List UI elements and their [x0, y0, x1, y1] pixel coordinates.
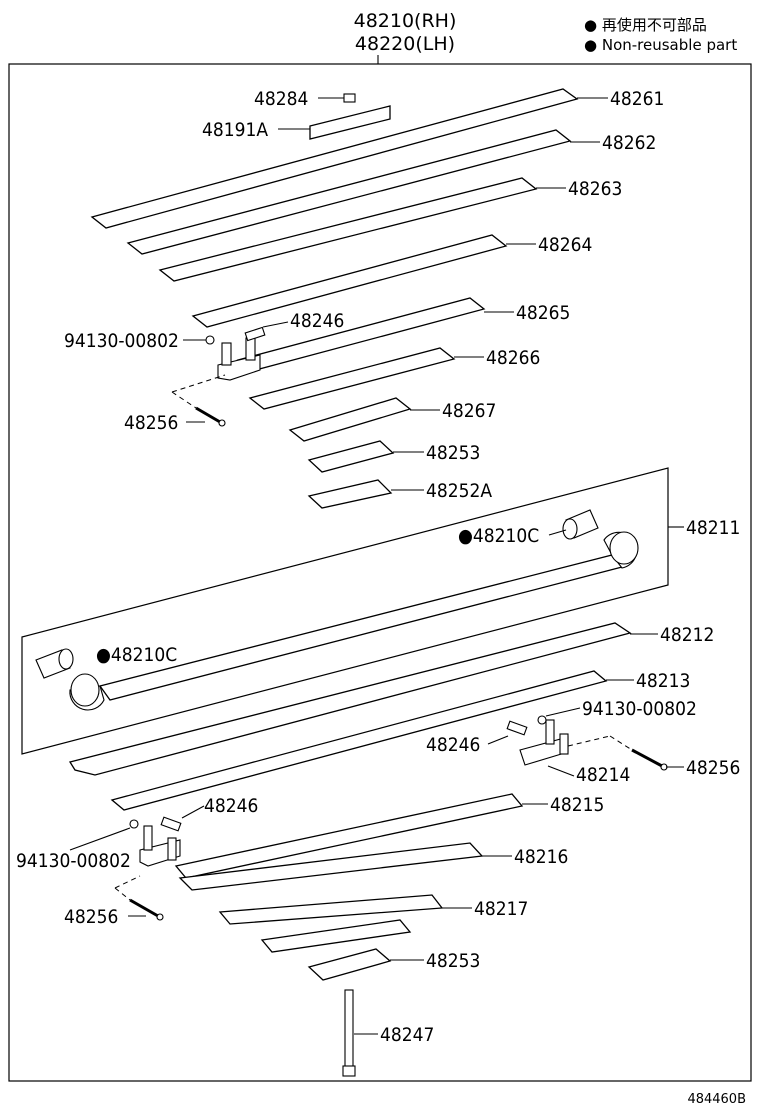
label-48214[interactable]: 48214 [576, 764, 630, 786]
label-48253-top[interactable]: 48253 [426, 442, 480, 464]
assembly-label-rh[interactable]: 48210(RH) [354, 10, 457, 32]
leaf-48217[interactable] [218, 894, 444, 925]
label-48252A[interactable]: 48252A [426, 480, 492, 502]
label-94130-low[interactable]: 94130-00802 [16, 850, 131, 872]
label-94130-mid[interactable]: 94130-00802 [582, 698, 697, 720]
leaf-48263[interactable] [158, 177, 538, 282]
leaf-48252A[interactable] [307, 479, 393, 509]
label-48210C-left[interactable]: ●48210C [96, 644, 177, 666]
diagram-code: 484460B [687, 1092, 746, 1107]
label-48265[interactable]: 48265 [516, 302, 570, 324]
subassembly-frame-48211 [21, 467, 669, 755]
label-48215[interactable]: 48215 [550, 794, 604, 816]
bolt-48256-right[interactable] [631, 748, 663, 768]
leaf-48213[interactable] [110, 670, 608, 811]
label-94130-top[interactable]: 94130-00802 [64, 330, 179, 352]
nut-94130-top[interactable] [205, 335, 215, 345]
bolt-48256-low[interactable] [129, 898, 159, 918]
label-48212[interactable]: 48212 [660, 624, 714, 646]
label-48263[interactable]: 48263 [568, 178, 622, 200]
label-48210C-right[interactable]: ●48210C [458, 525, 539, 547]
label-48217[interactable]: 48217 [474, 898, 528, 920]
label-48284[interactable]: 48284 [254, 88, 308, 110]
assembly-label-lh[interactable]: 48220(LH) [355, 33, 455, 55]
assembly-frame [8, 63, 752, 1082]
center-bolt-48247[interactable] [344, 989, 354, 1069]
pin-48246-top[interactable] [244, 326, 266, 342]
leaf-48215[interactable] [174, 793, 524, 879]
leaf-48264[interactable] [191, 234, 508, 328]
leaf-48253-top[interactable] [307, 440, 395, 473]
label-48256-right[interactable]: 48256 [686, 757, 740, 779]
nut-94130-low[interactable] [129, 819, 139, 829]
leaf-48262[interactable] [126, 129, 572, 255]
leaf-48266[interactable] [248, 347, 456, 410]
leaf-48253-bottom[interactable] [307, 948, 392, 981]
leaf-lower-wedge [260, 919, 412, 953]
pad-48191A[interactable] [309, 105, 391, 140]
label-48256-top[interactable]: 48256 [124, 412, 178, 434]
label-48247[interactable]: 48247 [380, 1024, 434, 1046]
bushing-48210C-left[interactable] [35, 648, 74, 679]
bushing-48210C-right[interactable] [562, 509, 599, 540]
label-48267[interactable]: 48267 [442, 400, 496, 422]
main-leaf-48211[interactable] [98, 554, 624, 701]
pin-48246-mid[interactable] [506, 720, 528, 736]
legend-japanese: ● 再使用不可部品 [584, 16, 707, 34]
label-48191A[interactable]: 48191A [202, 119, 268, 141]
nut-48284[interactable] [343, 93, 356, 103]
label-48262[interactable]: 48262 [602, 132, 656, 154]
label-48253-bottom[interactable]: 48253 [426, 950, 480, 972]
leaf-48212[interactable] [68, 622, 632, 776]
label-48266[interactable]: 48266 [486, 347, 540, 369]
legend-non-reusable: ● Non-reusable part [584, 36, 737, 54]
label-48246-top[interactable]: 48246 [290, 310, 344, 332]
label-48213[interactable]: 48213 [636, 670, 690, 692]
bolt-48256-top[interactable] [195, 406, 221, 424]
leaf-48261[interactable] [90, 88, 579, 229]
label-48246-low[interactable]: 48246 [204, 795, 258, 817]
label-48261[interactable]: 48261 [610, 88, 664, 110]
nut-94130-mid[interactable] [537, 715, 547, 725]
label-48256-low[interactable]: 48256 [64, 906, 118, 928]
label-48264[interactable]: 48264 [538, 234, 592, 256]
pin-48246-low[interactable] [160, 816, 182, 832]
label-48211[interactable]: 48211 [686, 517, 740, 539]
label-48216[interactable]: 48216 [514, 846, 568, 868]
label-48246-mid[interactable]: 48246 [426, 734, 480, 756]
leaf-48267[interactable] [288, 397, 412, 442]
